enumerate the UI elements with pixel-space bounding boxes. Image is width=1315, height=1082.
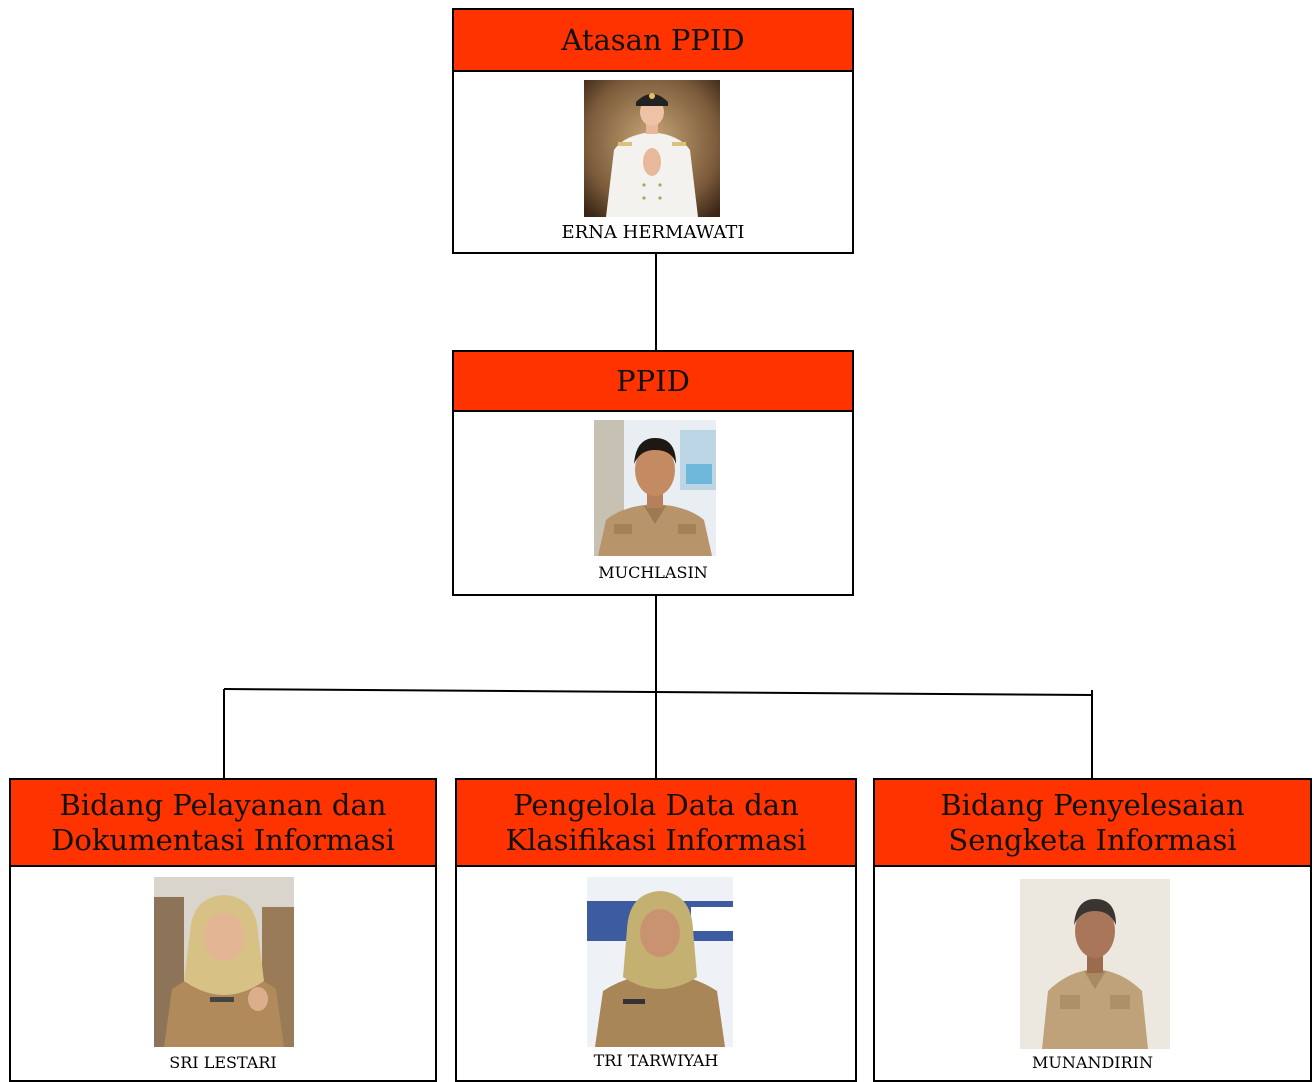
person-name: MUNANDIRIN [1032,1053,1153,1072]
org-box-bidang-penyelesaian: Bidang Penyelesaian Sengketa Informasi M… [873,778,1312,1082]
connector-branch-horizontal [223,688,1093,696]
person-name: SRI LESTARI [169,1053,277,1072]
box-title: PPID [454,352,852,412]
person-name: ERNA HERMAWATI [561,222,745,243]
org-box-atasan-ppid: Atasan PPID [452,8,854,254]
box-title: Atasan PPID [454,10,852,72]
person-name: MUCHLASIN [598,563,708,582]
org-box-pengelola-data: Pengelola Data dan Klasifikasi Informasi… [455,778,857,1082]
box-title: Pengelola Data dan Klasifikasi Informasi [457,780,855,867]
box-title: Bidang Penyelesaian Sengketa Informasi [875,780,1310,867]
man-in-khaki-uniform-photo [1020,879,1170,1049]
box-title: Bidang Pelayanan dan Dokumentasi Informa… [11,780,435,867]
official-in-white-uniform-photo [584,80,720,217]
man-in-khaki-uniform-photo [594,420,716,556]
woman-in-hijab-photo [154,877,294,1047]
person-name: TRI TARWIYAH [593,1051,719,1070]
org-box-bidang-pelayanan: Bidang Pelayanan dan Dokumentasi Informa… [9,778,437,1082]
woman-in-hijab-photo [587,877,733,1047]
org-box-ppid: PPID MUCHLASIN [452,350,854,596]
